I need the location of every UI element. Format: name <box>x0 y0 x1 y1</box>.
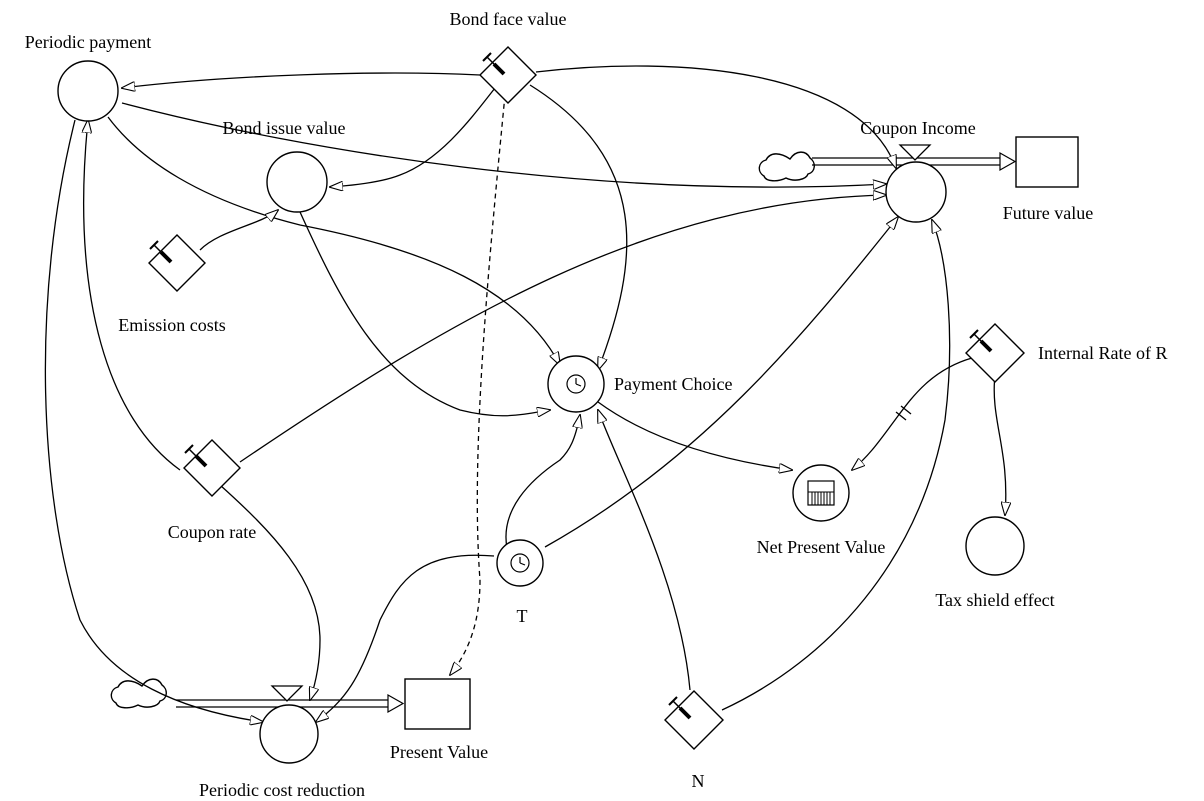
future-value-label: Future value <box>1003 203 1093 223</box>
net-present-value-node[interactable] <box>792 464 850 522</box>
clock-icon <box>510 553 530 573</box>
valve-icon <box>898 144 932 161</box>
bond-issue-value-node[interactable] <box>266 151 328 213</box>
flow-periodic-cost-reduction <box>110 678 405 714</box>
n-node[interactable] <box>664 690 724 750</box>
coupon-rate-label: Coupon rate <box>168 522 256 542</box>
cloud-source-icon <box>758 151 815 182</box>
future-value-stock[interactable] <box>1015 136 1079 188</box>
t-label: T <box>517 606 528 626</box>
periodic-cost-reduction-label: Periodic cost reduction <box>199 780 365 800</box>
bond-face-value-label: Bond face value <box>450 9 567 29</box>
bond-face-value-node[interactable] <box>479 46 537 104</box>
connectors <box>44 65 1005 722</box>
valve-icon <box>270 685 304 702</box>
flow-coupon-income <box>758 144 1017 182</box>
payment-choice-label: Payment Choice <box>614 374 732 394</box>
net-present-value-label: Net Present Value <box>757 537 886 557</box>
present-value-label: Present Value <box>390 742 488 762</box>
t-node[interactable] <box>496 539 544 587</box>
coupon-income-node[interactable] <box>885 161 947 223</box>
coupon-income-label: Coupon Income <box>860 118 975 138</box>
tax-shield-effect-node[interactable] <box>965 516 1025 576</box>
n-label: N <box>692 771 705 791</box>
coupon-rate-node[interactable] <box>183 439 241 497</box>
cloud-source-icon <box>110 678 167 709</box>
bond-issue-value-label: Bond issue value <box>223 118 346 138</box>
internal-rate-node[interactable] <box>965 323 1025 383</box>
emission-costs-node[interactable] <box>148 234 206 292</box>
emission-costs-label: Emission costs <box>118 315 226 335</box>
internal-rate-label: Internal Rate of R <box>1038 343 1167 363</box>
payment-choice-node[interactable] <box>547 355 605 413</box>
clock-icon <box>566 374 586 394</box>
periodic-payment-label: Periodic payment <box>25 32 151 52</box>
table-icon <box>807 480 835 506</box>
tax-shield-effect-label: Tax shield effect <box>935 590 1054 610</box>
present-value-stock[interactable] <box>404 678 471 730</box>
periodic-payment-node[interactable] <box>57 60 119 122</box>
periodic-cost-reduction-node[interactable] <box>259 704 319 764</box>
